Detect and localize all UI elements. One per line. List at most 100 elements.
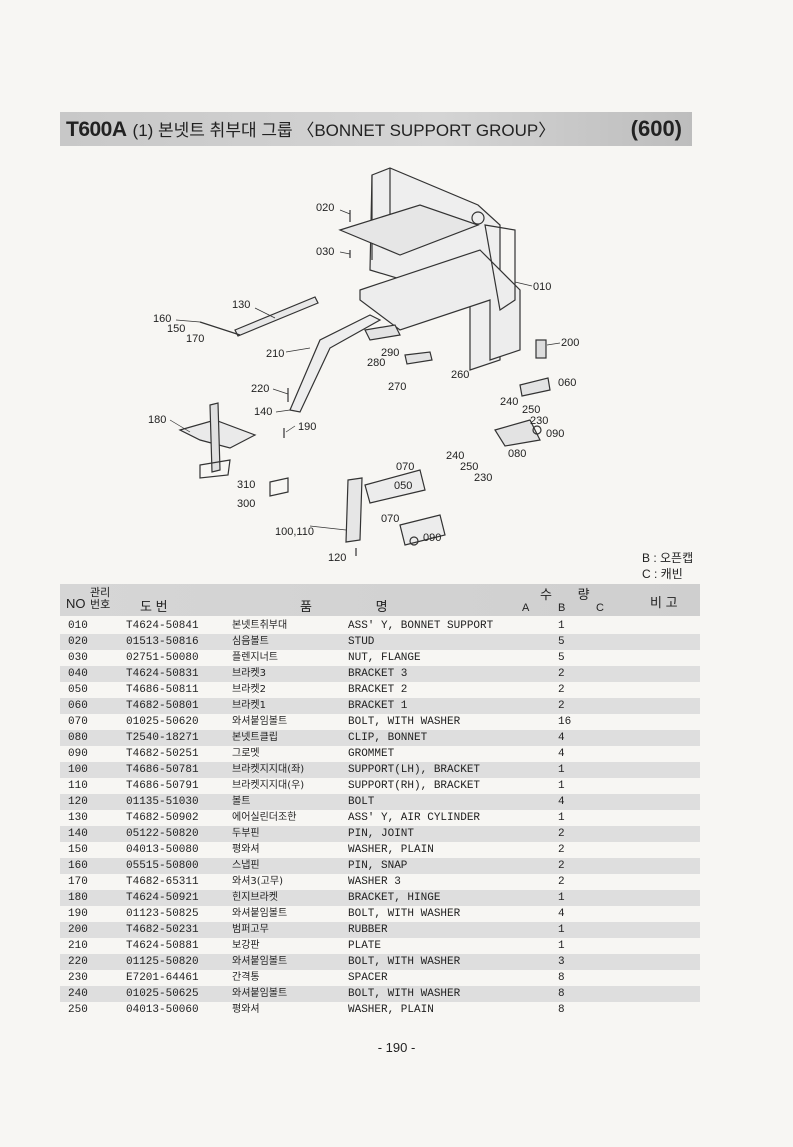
cell-qty: 5: [558, 636, 565, 648]
cell-part: 04013-50060: [126, 1004, 199, 1016]
cell-name-kr: 와셔붙임볼트: [232, 956, 288, 967]
cell-name-en: BOLT, WITH WASHER: [348, 956, 461, 968]
cell-part: T4686-50791: [126, 780, 199, 792]
cell-no: 080: [68, 732, 88, 744]
header-b: B: [558, 602, 566, 614]
label-160: 160: [153, 313, 171, 325]
cell-no: 190: [68, 908, 88, 920]
cell-name-en: ASS' Y, AIR CYLINDER: [348, 812, 481, 824]
cell-qty: 8: [558, 972, 565, 984]
cell-qty: 2: [558, 828, 565, 840]
label-080: 080: [508, 448, 526, 460]
header-c: C: [596, 602, 604, 614]
label-210: 210: [266, 348, 284, 360]
cell-name-en: WASHER, PLAIN: [348, 844, 434, 856]
label-220: 220: [251, 383, 269, 395]
cell-qty: 1: [558, 892, 565, 904]
cell-name-en: RUBBER: [348, 924, 388, 936]
cell-name-en: PIN, JOINT: [348, 828, 415, 840]
table-row: 190 01123-50825 와셔붙임볼트 BOLT, WITH WASHER 4: [60, 906, 700, 922]
cell-part: 05122-50820: [126, 828, 199, 840]
label-250-b: 250: [460, 461, 478, 473]
cell-part: T4682-50251: [126, 748, 199, 760]
cell-no: 140: [68, 828, 88, 840]
cell-name-en: BOLT, WITH WASHER: [348, 908, 461, 920]
header-qty: 수 량: [540, 587, 590, 602]
cell-part: T4624-50881: [126, 940, 199, 952]
exploded-parts-diagram: 020 030 010 130 160 150 170 200 290 280 …: [140, 160, 700, 580]
cell-part: T4624-50841: [126, 620, 199, 632]
page-header: T600A (1) 본넷트 취부대 그룹 〈BONNET SUPPORT GRO…: [60, 112, 692, 146]
label-090-a: 090: [546, 428, 564, 440]
cell-qty: 8: [558, 1004, 565, 1016]
air-cylinder: [199, 296, 319, 337]
cell-name-en: BRACKET 1: [348, 700, 408, 712]
cell-no: 240: [68, 988, 88, 1000]
cell-part: T2540-18271: [126, 732, 199, 744]
cell-part: 01025-50625: [126, 988, 199, 1000]
label-240-a: 240: [500, 396, 518, 408]
label-180: 180: [148, 414, 166, 426]
label-070-a: 070: [396, 461, 414, 473]
label-140: 140: [254, 406, 272, 418]
header-a: A: [522, 602, 530, 614]
diagram-svg: 020 030 010 130 160 150 170 200 290 280 …: [148, 167, 579, 564]
cell-qty: 8: [558, 988, 565, 1000]
cell-part: 01025-50620: [126, 716, 199, 728]
cell-qty: 1: [558, 764, 565, 776]
cell-qty: 2: [558, 684, 565, 696]
cell-no: 230: [68, 972, 88, 984]
cell-name-kr: 플렌지너트: [232, 652, 278, 663]
cell-name-kr: 와셔붙임볼트: [232, 908, 288, 919]
label-030: 030: [316, 246, 334, 258]
group-code: (600): [630, 116, 682, 141]
cell-part: 01123-50825: [126, 908, 199, 920]
label-130: 130: [232, 299, 250, 311]
cell-part: T4624-50831: [126, 668, 199, 680]
cell-name-kr: 두부핀: [232, 828, 260, 839]
table-header: NO 관리 번호 도 번 품 명 수 량 A B C 비 고: [60, 584, 700, 616]
group-title: (1) 본넷트 취부대 그룹 〈BONNET SUPPORT GROUP〉: [132, 121, 556, 140]
label-170: 170: [186, 333, 204, 345]
cell-part: 04013-50080: [126, 844, 199, 856]
cell-name-en: GROMMET: [348, 748, 395, 760]
cell-name-kr: 브라켓지지대(우): [232, 780, 305, 791]
cell-name-kr: 와셔붙임볼트: [232, 716, 288, 727]
cell-part: T4624-50921: [126, 892, 199, 904]
cell-name-en: PLATE: [348, 940, 382, 952]
cell-no: 130: [68, 812, 88, 824]
cell-name-en: WASHER 3: [348, 876, 401, 888]
label-200: 200: [561, 337, 579, 349]
cell-name-kr: 범퍼고무: [232, 924, 269, 935]
label-240-b: 240: [446, 450, 464, 462]
cell-name-kr: 평와셔: [232, 1004, 260, 1015]
label-230-a: 230: [530, 415, 548, 427]
cell-qty: 3: [558, 956, 565, 968]
label-020: 020: [316, 202, 334, 214]
cell-part: 01135-51030: [126, 796, 199, 808]
label-090-b: 090: [423, 532, 441, 544]
cell-name-kr: 평와셔: [232, 844, 260, 855]
label-050: 050: [394, 480, 412, 492]
header-remark: 비 고: [650, 595, 678, 610]
cell-name-kr: 심음볼트: [232, 636, 269, 647]
label-070-b: 070: [381, 513, 399, 525]
cell-qty: 1: [558, 924, 565, 936]
cell-part: 05515-50800: [126, 860, 199, 872]
cell-name-en: BRACKET 2: [348, 684, 408, 696]
header-no: NO: [66, 596, 86, 611]
cell-name-en: SPACER: [348, 972, 388, 984]
cell-qty: 4: [558, 908, 565, 920]
cell-no: 180: [68, 892, 88, 904]
